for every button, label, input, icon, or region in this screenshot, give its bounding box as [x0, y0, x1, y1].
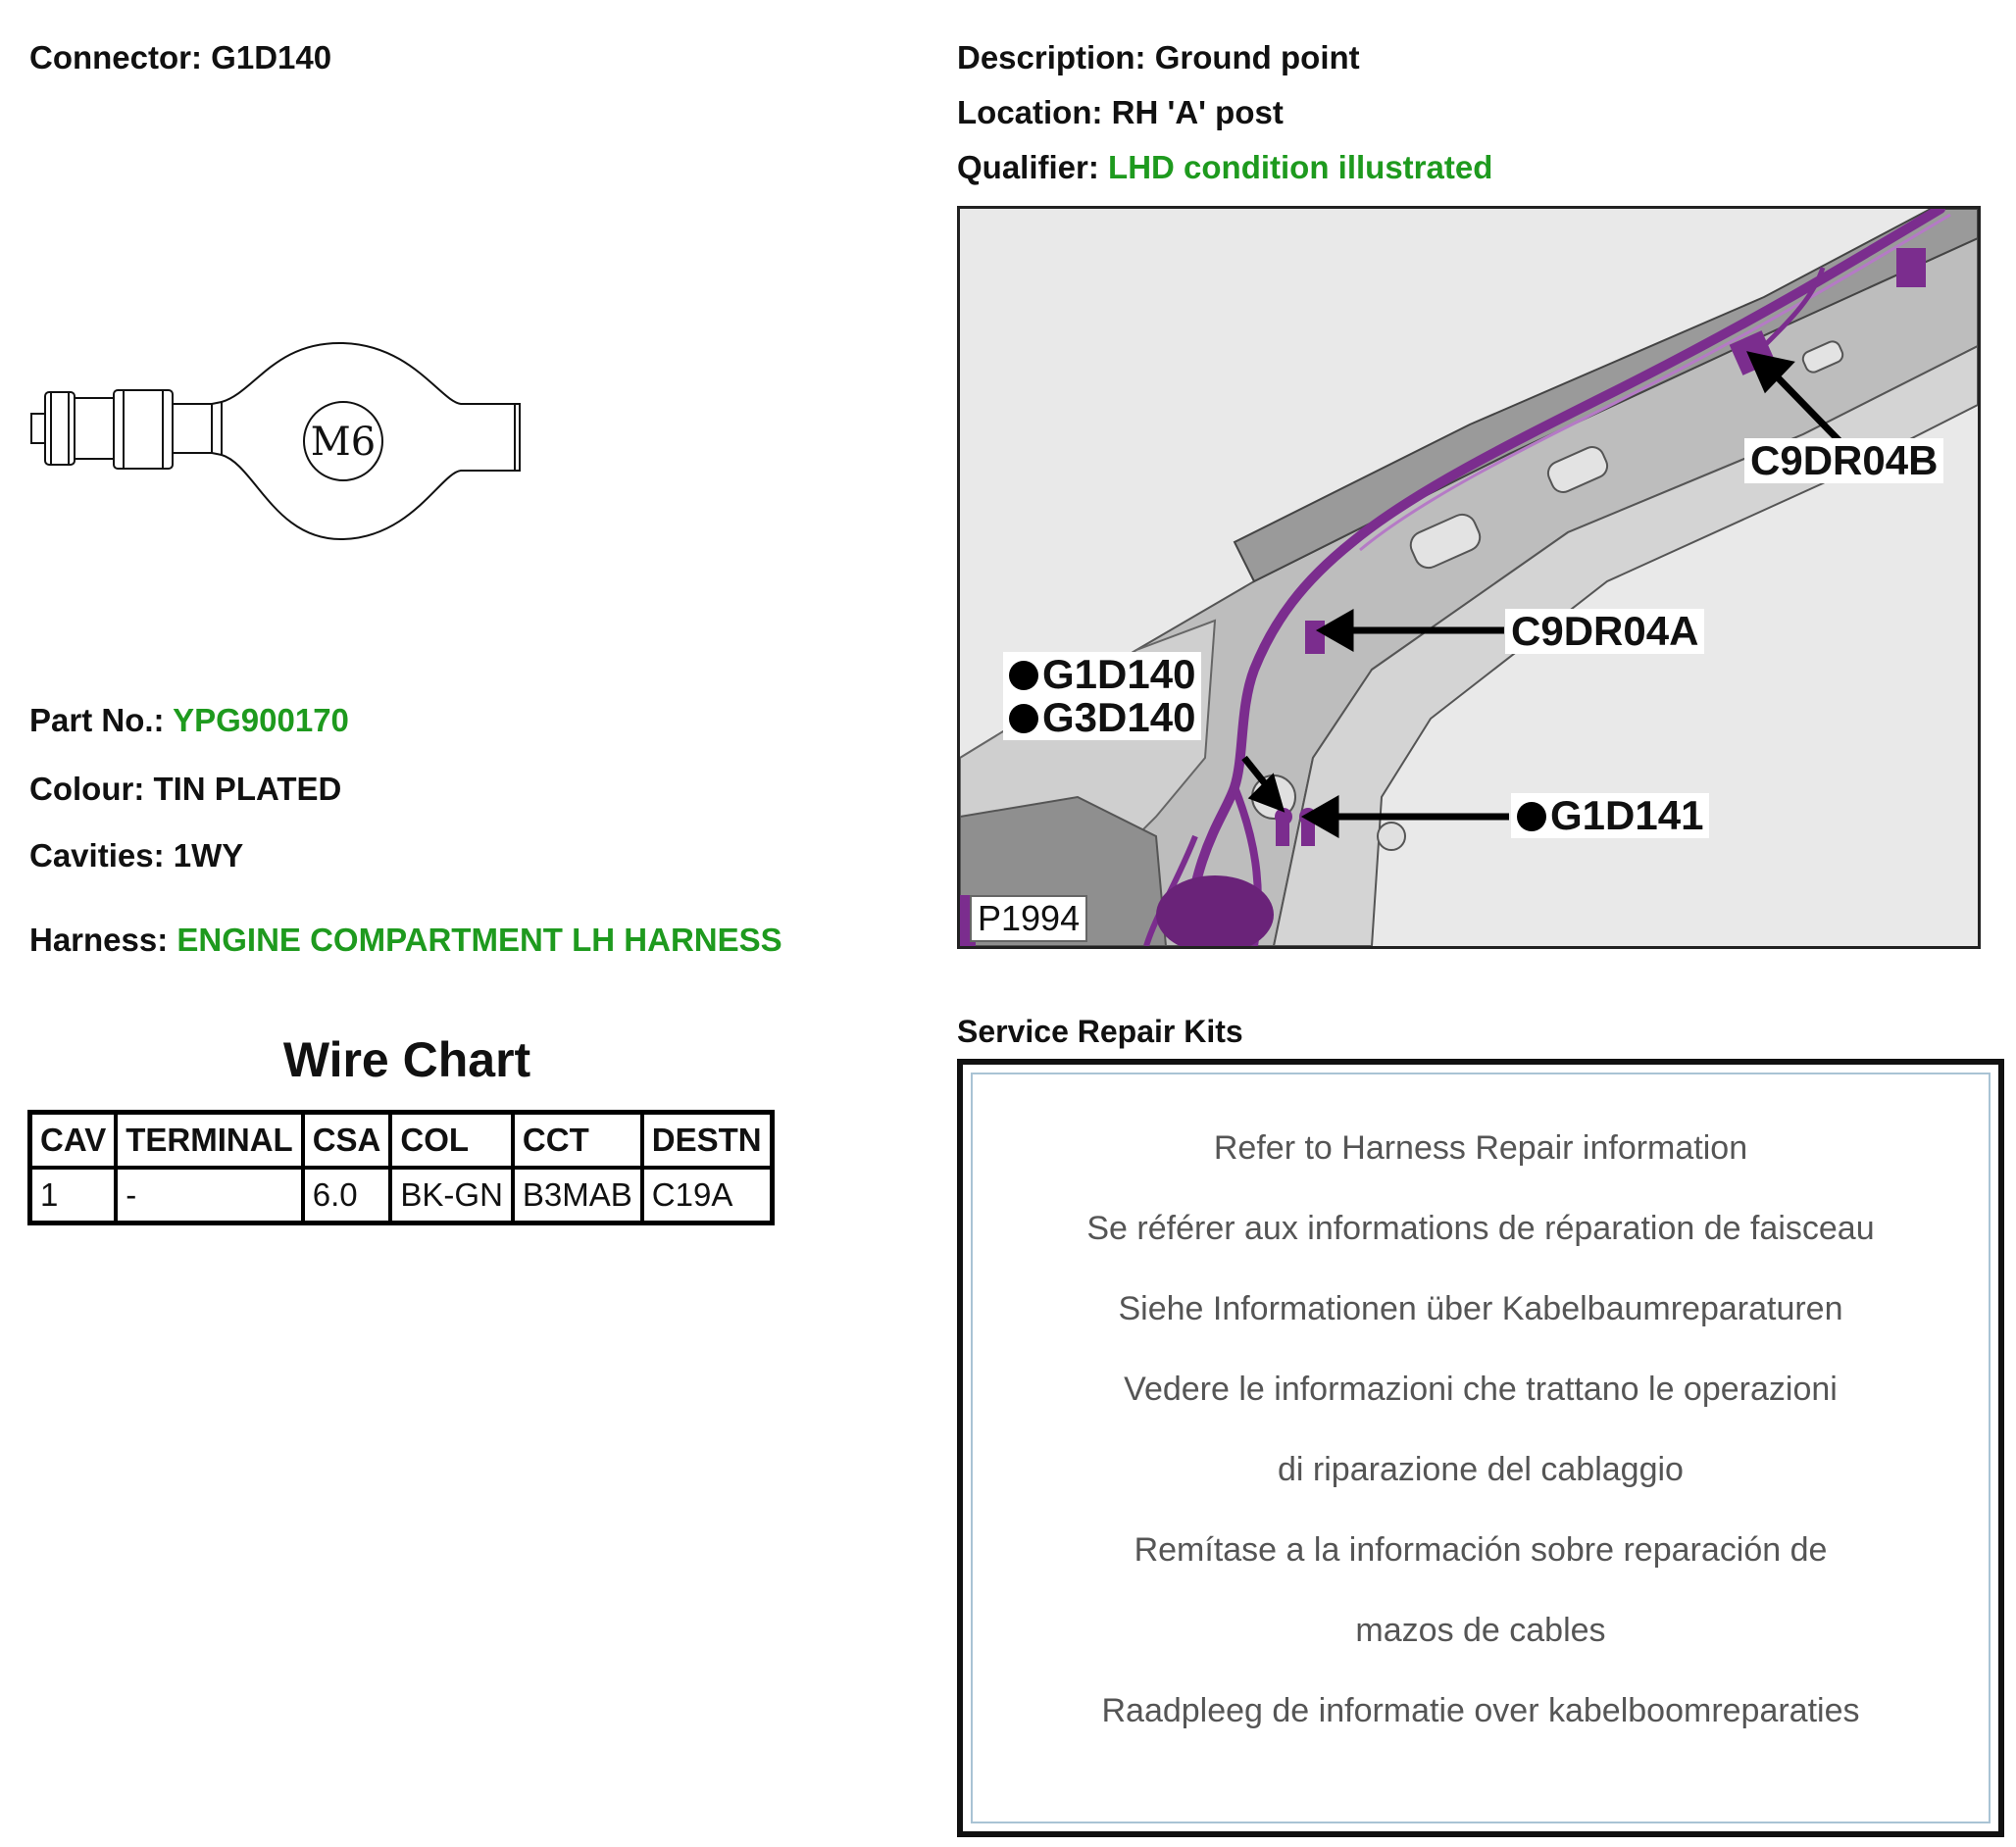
harness-value[interactable]: ENGINE COMPARTMENT LH HARNESS — [176, 922, 782, 958]
harness-field: Harness: ENGINE COMPARTMENT LH HARNESS — [29, 922, 782, 959]
connector-label: Connector: — [29, 39, 202, 75]
kit-line: Raadpleeg de informatie over kabelboomre… — [1101, 1692, 1860, 1729]
kit-line: Vedere le informazioni che trattano le o… — [1124, 1371, 1838, 1408]
figure-id: P1994 — [970, 895, 1088, 942]
colour-label: Colour: — [29, 771, 145, 807]
bullet-icon — [1009, 661, 1038, 690]
wire-chart-title: Wire Chart — [282, 1032, 531, 1087]
kit-line: Refer to Harness Repair information — [1213, 1129, 1748, 1167]
callout-g1d141[interactable]: G1D141 — [1511, 792, 1710, 838]
cell-cav: 1 — [27, 1166, 119, 1225]
qualifier-label: Qualifier: — [957, 149, 1099, 185]
colour-field: Colour: TIN PLATED — [29, 771, 341, 808]
callout-g1d141-label: G1D141 — [1550, 792, 1704, 838]
location-field: Location: RH 'A' post — [957, 94, 1284, 131]
cell-col: BK-GN — [388, 1166, 515, 1225]
service-repair-kits-inner: Refer to Harness Repair information Se r… — [971, 1073, 1991, 1823]
table-header-row: CAV TERMINAL CSA COL CCT DESTN — [27, 1110, 775, 1170]
wire-chart-table: CAV TERMINAL CSA COL CCT DESTN 1 - 6.0 B… — [27, 1110, 775, 1225]
callout-g3d140[interactable]: G3D140 — [1003, 694, 1202, 740]
cell-cct: B3MAB — [510, 1166, 644, 1225]
qualifier-value: LHD condition illustrated — [1108, 149, 1493, 185]
callout-g1d140-label: G1D140 — [1042, 651, 1196, 697]
cell-csa: 6.0 — [300, 1166, 393, 1225]
part-no-label: Part No.: — [29, 702, 165, 738]
location-label: Location: — [957, 94, 1103, 130]
table-row: 1 - 6.0 BK-GN B3MAB C19A — [27, 1166, 775, 1225]
stud-size-label: M6 — [311, 420, 376, 465]
cavities-value: 1WY — [173, 837, 244, 874]
part-no-field: Part No.: YPG900170 — [29, 702, 349, 739]
header-col: COL — [388, 1110, 515, 1170]
header-cav: CAV — [27, 1110, 119, 1170]
connector-field: Connector: G1D140 — [29, 39, 331, 76]
bullet-icon — [1517, 802, 1546, 831]
harness-label: Harness: — [29, 922, 169, 958]
part-no-value[interactable]: YPG900170 — [173, 702, 349, 738]
callout-c9dr04b[interactable]: C9DR04B — [1744, 438, 1944, 483]
connector-value: G1D140 — [211, 39, 332, 75]
ring-terminal-drawing: M6 — [30, 341, 521, 541]
description-label: Description: — [957, 39, 1146, 75]
header-cct: CCT — [510, 1110, 644, 1170]
header-terminal: TERMINAL — [114, 1110, 305, 1170]
service-repair-kits-title: Service Repair Kits — [957, 1014, 1243, 1049]
callout-c9dr04a[interactable]: C9DR04A — [1505, 609, 1705, 654]
cell-terminal: - — [114, 1166, 305, 1225]
cell-destn[interactable]: C19A — [639, 1166, 775, 1225]
kit-line: Remítase a la información sobre reparaci… — [1134, 1531, 1828, 1569]
description-field: Description: Ground point — [957, 39, 1360, 76]
callout-g3d140-label: G3D140 — [1042, 694, 1196, 740]
a-post-illustration — [960, 209, 1978, 946]
description-value: Ground point — [1154, 39, 1360, 75]
service-repair-kits-box: Refer to Harness Repair information Se r… — [957, 1059, 2004, 1837]
kit-line: mazos de cables — [1355, 1612, 1606, 1649]
location-value: RH 'A' post — [1111, 94, 1284, 130]
cavities-field: Cavities: 1WY — [29, 837, 243, 874]
kit-line: Se référer aux informations de réparatio… — [1086, 1210, 1875, 1247]
header-destn: DESTN — [639, 1110, 775, 1170]
colour-value: TIN PLATED — [153, 771, 342, 807]
kit-line: Siehe Informationen über Kabelbaumrepara… — [1118, 1290, 1843, 1327]
kit-line: di riparazione del cablaggio — [1278, 1451, 1684, 1488]
callout-g1d140[interactable]: G1D140 — [1003, 651, 1202, 697]
cavities-label: Cavities: — [29, 837, 165, 874]
bullet-icon — [1009, 704, 1038, 733]
qualifier-field: Qualifier: LHD condition illustrated — [957, 149, 1492, 186]
location-illustration: C9DR04B C9DR04A G1D140 G3D140 G1D141 P19… — [957, 206, 1981, 949]
header-csa: CSA — [300, 1110, 393, 1170]
